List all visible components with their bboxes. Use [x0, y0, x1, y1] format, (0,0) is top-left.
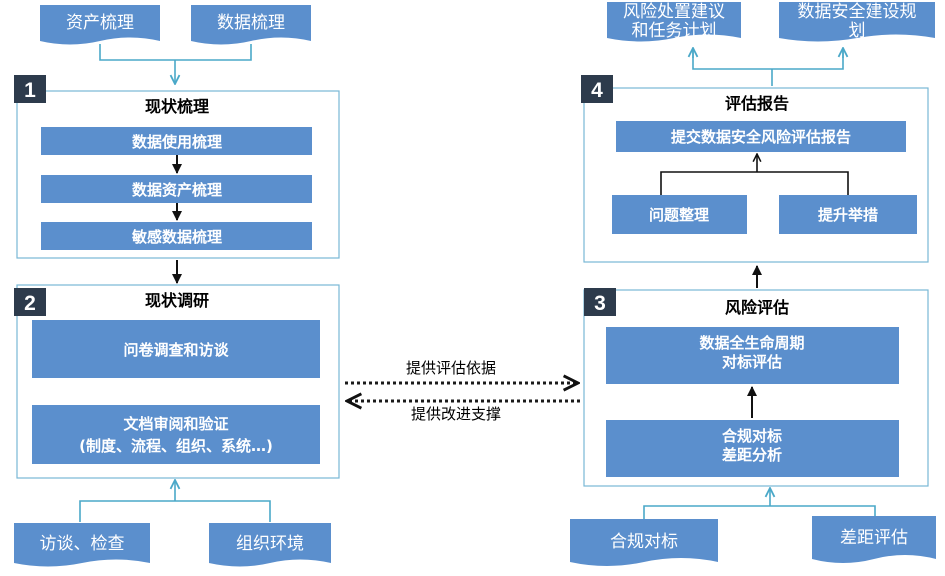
panel-3-step-lifecycle: [606, 327, 899, 384]
panel-2-step-1: [32, 320, 320, 378]
panel-3-step-compliance-line-1: 合规对标: [721, 427, 782, 445]
output-doc-security-plan-line-1: 数据安全建设规: [798, 2, 917, 22]
input-doc-asset-label: 资产梳理: [66, 13, 134, 33]
panel-1-step-3: [41, 222, 312, 250]
panel-1-step-1: [41, 127, 312, 155]
input-doc-asset: [40, 5, 160, 45]
panel-4-badge: [581, 75, 613, 103]
panel-3-number: 3: [594, 292, 606, 315]
panel-2-number: 2: [24, 292, 36, 315]
panel-2-step-2-line-1: 文档审阅和验证: [123, 415, 228, 433]
connector-top-left: [99, 44, 252, 84]
panel-2-title: 现状调研: [145, 291, 209, 310]
input-doc-data: [191, 5, 311, 45]
panel-4-number: 4: [591, 79, 603, 102]
panel-3-badge: [584, 288, 616, 316]
panel-4-step-improve-label: 提升举措: [818, 206, 878, 224]
input-doc-compliance: [570, 519, 718, 566]
panel-4: [583, 87, 929, 263]
panel-4-step-issues-label: 问题整理: [649, 206, 709, 224]
panel-4-title: 评估报告: [725, 94, 789, 113]
connector-bottom-right: [643, 488, 876, 519]
link-backward-label: 提供改进支撑: [411, 405, 501, 423]
input-doc-gap-label: 差距评估: [840, 528, 908, 548]
input-doc-interview: [14, 523, 150, 567]
link-forward-label: 提供评估依据: [406, 359, 496, 377]
panel-1-number: 1: [24, 79, 36, 102]
panel-4-step-report-label: 提交数据安全风险评估报告: [671, 128, 851, 146]
panel-1-step-2: [41, 175, 312, 203]
panel-2-step-2-line-2: (制度、流程、组织、系统…): [79, 437, 273, 455]
panel-3-step-compliance: [606, 420, 899, 477]
input-doc-data-label: 数据梳理: [217, 13, 285, 33]
panel-3-step-compliance-line-2: 差距分析: [722, 446, 782, 464]
panel-2-step-1-label: 问卷调查和访谈: [123, 341, 229, 359]
input-doc-compliance-label: 合规对标: [610, 532, 678, 552]
panel-2-step-2: [32, 405, 320, 464]
panel-2-badge: [14, 288, 46, 316]
connector-top-right: [692, 50, 844, 86]
panel-1-step-3-label: 敏感数据梳理: [131, 228, 222, 246]
connector-bottom-left: [79, 480, 271, 522]
panel-1-step-2-label: 数据资产梳理: [132, 181, 222, 199]
panel-3-step-lifecycle-line-1: 数据全生命周期: [699, 334, 804, 352]
connector-p4-substeps: [660, 171, 849, 195]
panel-4-step-improve: [779, 195, 917, 234]
input-doc-org: [209, 523, 331, 567]
panel-1-badge: [14, 75, 46, 103]
input-doc-gap: [812, 516, 936, 563]
input-doc-interview-label: 访谈、检查: [40, 534, 125, 554]
panel-1-title: 现状梳理: [145, 97, 209, 116]
panel-4-step-issues: [612, 195, 747, 234]
panel-1-step-1-label: 数据使用梳理: [132, 133, 222, 151]
output-doc-risk-plan-line-1: 风险处置建议: [623, 2, 725, 22]
input-doc-org-label: 组织环境: [236, 534, 304, 554]
output-doc-risk-plan-line-2: 和任务计划: [632, 21, 717, 41]
panel-4-step-report: [616, 121, 906, 152]
panel-3-title: 风险评估: [725, 298, 789, 317]
output-doc-security-plan: [779, 2, 935, 42]
output-doc-security-plan-line-2: 划: [849, 21, 866, 41]
panel-3-step-lifecycle-line-2: 对标评估: [722, 353, 782, 371]
output-doc-risk-plan: [607, 2, 741, 42]
